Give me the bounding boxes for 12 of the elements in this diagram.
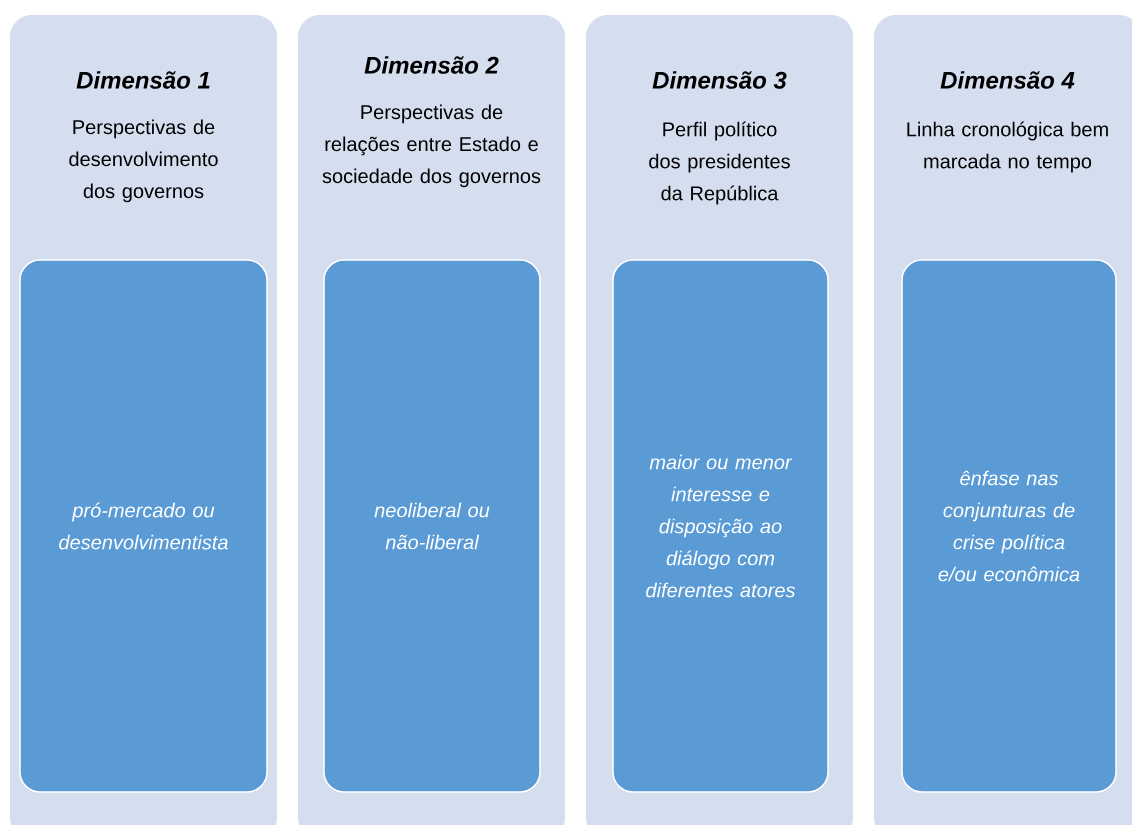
- dimension-heading: Dimensão 3: [652, 71, 787, 89]
- dimension-heading: Dimensão 1: [76, 71, 210, 89]
- dimension-heading: Dimensão 4: [940, 71, 1075, 89]
- description-text: Linha cronológica bem marcada no tempo: [907, 121, 1108, 173]
- dimension-heading: Dimensão 2: [364, 56, 499, 74]
- category-box: ênfase nas conjunturas de crise política e/ou econômica: [901, 259, 1117, 793]
- category-box: pró-mercado ou desenvolvimentista: [19, 259, 268, 793]
- description-text: Perfil político dos presidentes da República: [649, 121, 790, 205]
- category-box: maior ou menor interesse e disposição ao diálogo com diferentes atores: [612, 259, 829, 793]
- category-box: neoliberal ou não-liberal: [323, 259, 541, 793]
- description-text: Perspectivas de relações entre Estado e sociedade dos governos: [322, 104, 541, 188]
- description-text: Perspectivas de desenvolvimento dos governos: [69, 119, 218, 203]
